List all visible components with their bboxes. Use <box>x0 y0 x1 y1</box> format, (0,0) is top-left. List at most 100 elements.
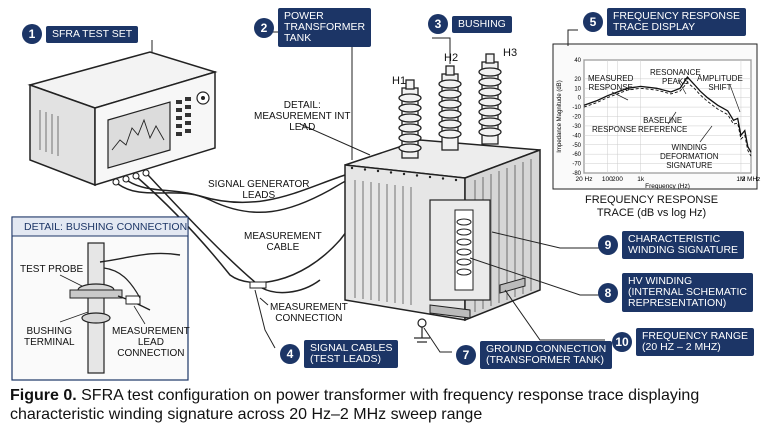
chart-annotation-baseline-reference: BASELINE REFERENCE <box>638 116 687 134</box>
label-line: LEADS <box>242 190 276 201</box>
callout-number: 7 <box>456 345 476 365</box>
callout-number: 10 <box>612 332 632 352</box>
callout-line: REPRESENTATION) <box>628 297 727 309</box>
callout-line: HV WINDING <box>628 275 693 287</box>
bushing-label-h2: H2 <box>444 52 459 64</box>
callout-label: FREQUENCY RANGE (20 Hz – 2 MHz) <box>636 328 754 356</box>
chart-y-axis-label: Impedance Magnitude (dB) <box>557 80 563 152</box>
chart-annotation-response: RESPONSE <box>592 125 637 134</box>
inset-test-probe-label: TEST PROBE <box>20 264 84 275</box>
callout-line: CHARACTERISTIC <box>628 233 721 245</box>
callout-number: 3 <box>428 14 448 34</box>
callout-line: TRACE DISPLAY <box>613 21 696 33</box>
callout-line: (TEST LEADS) <box>310 353 381 365</box>
label-line: MEASUREMENT <box>244 231 322 242</box>
sfra-test-set <box>27 51 218 187</box>
figure-caption-number: Figure 0. <box>10 387 77 404</box>
label-measurement-cable: MEASUREMENT CABLE <box>244 231 322 253</box>
inset-measurement-lead-label: MEASUREMENT LEAD CONNECTION <box>112 326 190 359</box>
callout-bushing: 3 BUSHING <box>428 14 512 34</box>
chart-caption: FREQUENCY RESPONSE TRACE (dB vs log Hz) <box>585 194 718 220</box>
chart-y-tick-label: -80 <box>572 171 581 177</box>
label-line: CONNECTION <box>275 313 343 324</box>
label-measurement-connection: MEASUREMENT CONNECTION <box>270 302 348 324</box>
callout-line: FREQUENCY RANGE <box>642 330 748 342</box>
callout-line: WINDING SIGNATURE <box>628 244 739 256</box>
callout-ground-connection: 7 GROUND CONNECTION (TRANSFORMER TANK) <box>456 341 613 369</box>
label-line: PEAKS <box>662 77 689 86</box>
chart-x-tick-label: 100 <box>602 176 613 183</box>
callout-line: (TRANSFORMER TANK) <box>486 354 605 366</box>
chart-annotation-amplitude-shift: AMPLITUDE SHIFT <box>697 74 743 92</box>
label-line: FREQUENCY RESPONSE <box>585 194 719 206</box>
chart-series-measured <box>583 75 752 153</box>
callout-number: 8 <box>598 282 618 303</box>
label-line: CABLE <box>266 242 300 253</box>
label-line: AMPLITUDE <box>697 74 743 83</box>
callout-line: GROUND CONNECTION <box>486 343 607 355</box>
chart-y-tick-label: 10 <box>574 86 581 92</box>
callout-frequency-range: 10 FREQUENCY RANGE (20 Hz – 2 MHz) <box>612 328 754 356</box>
inset-title: DETAIL: BUSHING CONNECTION <box>24 221 188 233</box>
chart-y-tick-label: -10 <box>572 105 581 111</box>
callout-hv-winding: 8 HV WINDING (INTERNAL SCHEMATIC REPRESE… <box>598 273 754 312</box>
chart-y-tick-label: -50 <box>572 143 581 149</box>
chart-series-baseline <box>583 81 752 157</box>
bushings <box>398 53 502 159</box>
callout-number: 1 <box>22 24 42 44</box>
chart-annotation-resonance-peaks: RESONANCE PEAKS <box>650 68 701 86</box>
callout-sfra-test-set: 1 SFRA TEST SET <box>22 24 139 44</box>
label-line: CONNECTION <box>117 348 185 359</box>
chart-y-tick-label: -40 <box>572 133 581 139</box>
callout-label: CHARACTERISTIC WINDING SIGNATURE <box>622 231 745 259</box>
callout-label: SFRA TEST SET <box>46 25 139 43</box>
label-detail-measurement-lead: DETAIL: MEASUREMENT INT LEAD <box>254 100 351 133</box>
chart-x-tick-label: 1M <box>736 176 745 183</box>
callout-label: POWER TRANSFORMER TANK <box>278 8 372 47</box>
label-line: MEASUREMENT INT <box>254 111 351 122</box>
callout-number: 5 <box>583 12 603 32</box>
chart-x-tick-label: 1k <box>637 176 645 183</box>
callout-line: (20 Hz – 2 MHz) <box>642 341 721 353</box>
callout-line: TRANSFORMER <box>284 21 366 33</box>
label-line: DETAIL: <box>283 100 321 111</box>
label-line: BASELINE <box>643 116 683 125</box>
chart-y-tick-label: -60 <box>572 152 581 158</box>
callout-line: TANK <box>284 32 312 44</box>
callout-line: (INTERNAL SCHEMATIC <box>628 286 748 298</box>
label-line: MEASUREMENT <box>270 302 348 313</box>
callout-number: 2 <box>254 17 274 38</box>
callout-signal-cables: 4 SIGNAL CABLES (TEST LEADS) <box>280 340 399 368</box>
label-line: MEASURED <box>588 74 634 83</box>
callout-frequency-response-display: 5 FREQUENCY RESPONSE TRACE DISPLAY <box>583 8 746 36</box>
chart-y-tick-label: 20 <box>574 77 581 83</box>
callout-label: BUSHING <box>452 15 512 33</box>
chart-y-tick-label: 0 <box>578 96 582 102</box>
callout-number: 9 <box>598 235 618 255</box>
bushing-label-h1: H1 <box>392 75 407 87</box>
bushing-label-h3: H3 <box>503 47 518 59</box>
label-line: SIGNATURE <box>666 161 713 170</box>
chart-annotation-measured-response: MEASURED RESPONSE <box>588 74 633 92</box>
transformer-tank <box>344 139 541 343</box>
label-line: LEAD <box>137 337 164 348</box>
inset-bushing-detail <box>11 216 189 381</box>
label-line: MEASUREMENT <box>112 326 190 337</box>
chart-x-tick-label: 20 Hz <box>576 176 593 183</box>
chart-y-tick-label: -20 <box>572 115 581 121</box>
callout-characteristic-winding-signature: 9 CHARACTERISTIC WINDING SIGNATURE <box>598 231 745 259</box>
label-signal-generator-leads: SIGNAL GENERATOR LEADS <box>208 179 310 201</box>
label-line: REFERENCE <box>638 125 688 134</box>
label-line: RESPONSE <box>588 83 633 92</box>
label-line: SIGNAL GENERATOR <box>208 179 310 190</box>
callout-label: HV WINDING (INTERNAL SCHEMATIC REPRESENT… <box>622 273 754 312</box>
inset-bushing-terminal-label: BUSHING TERMINAL <box>24 326 75 348</box>
label-line: TRACE (dB vs log Hz) <box>596 207 707 219</box>
frequency-chart-frame <box>552 43 758 190</box>
figure-caption-text: SFRA test configuration on power transfo… <box>10 387 700 423</box>
callout-label: SIGNAL CABLES (TEST LEADS) <box>304 340 399 368</box>
callout-power-transformer-tank: 2 POWER TRANSFORMER TANK <box>254 8 372 47</box>
callout-label: FREQUENCY RESPONSE TRACE DISPLAY <box>607 8 746 36</box>
